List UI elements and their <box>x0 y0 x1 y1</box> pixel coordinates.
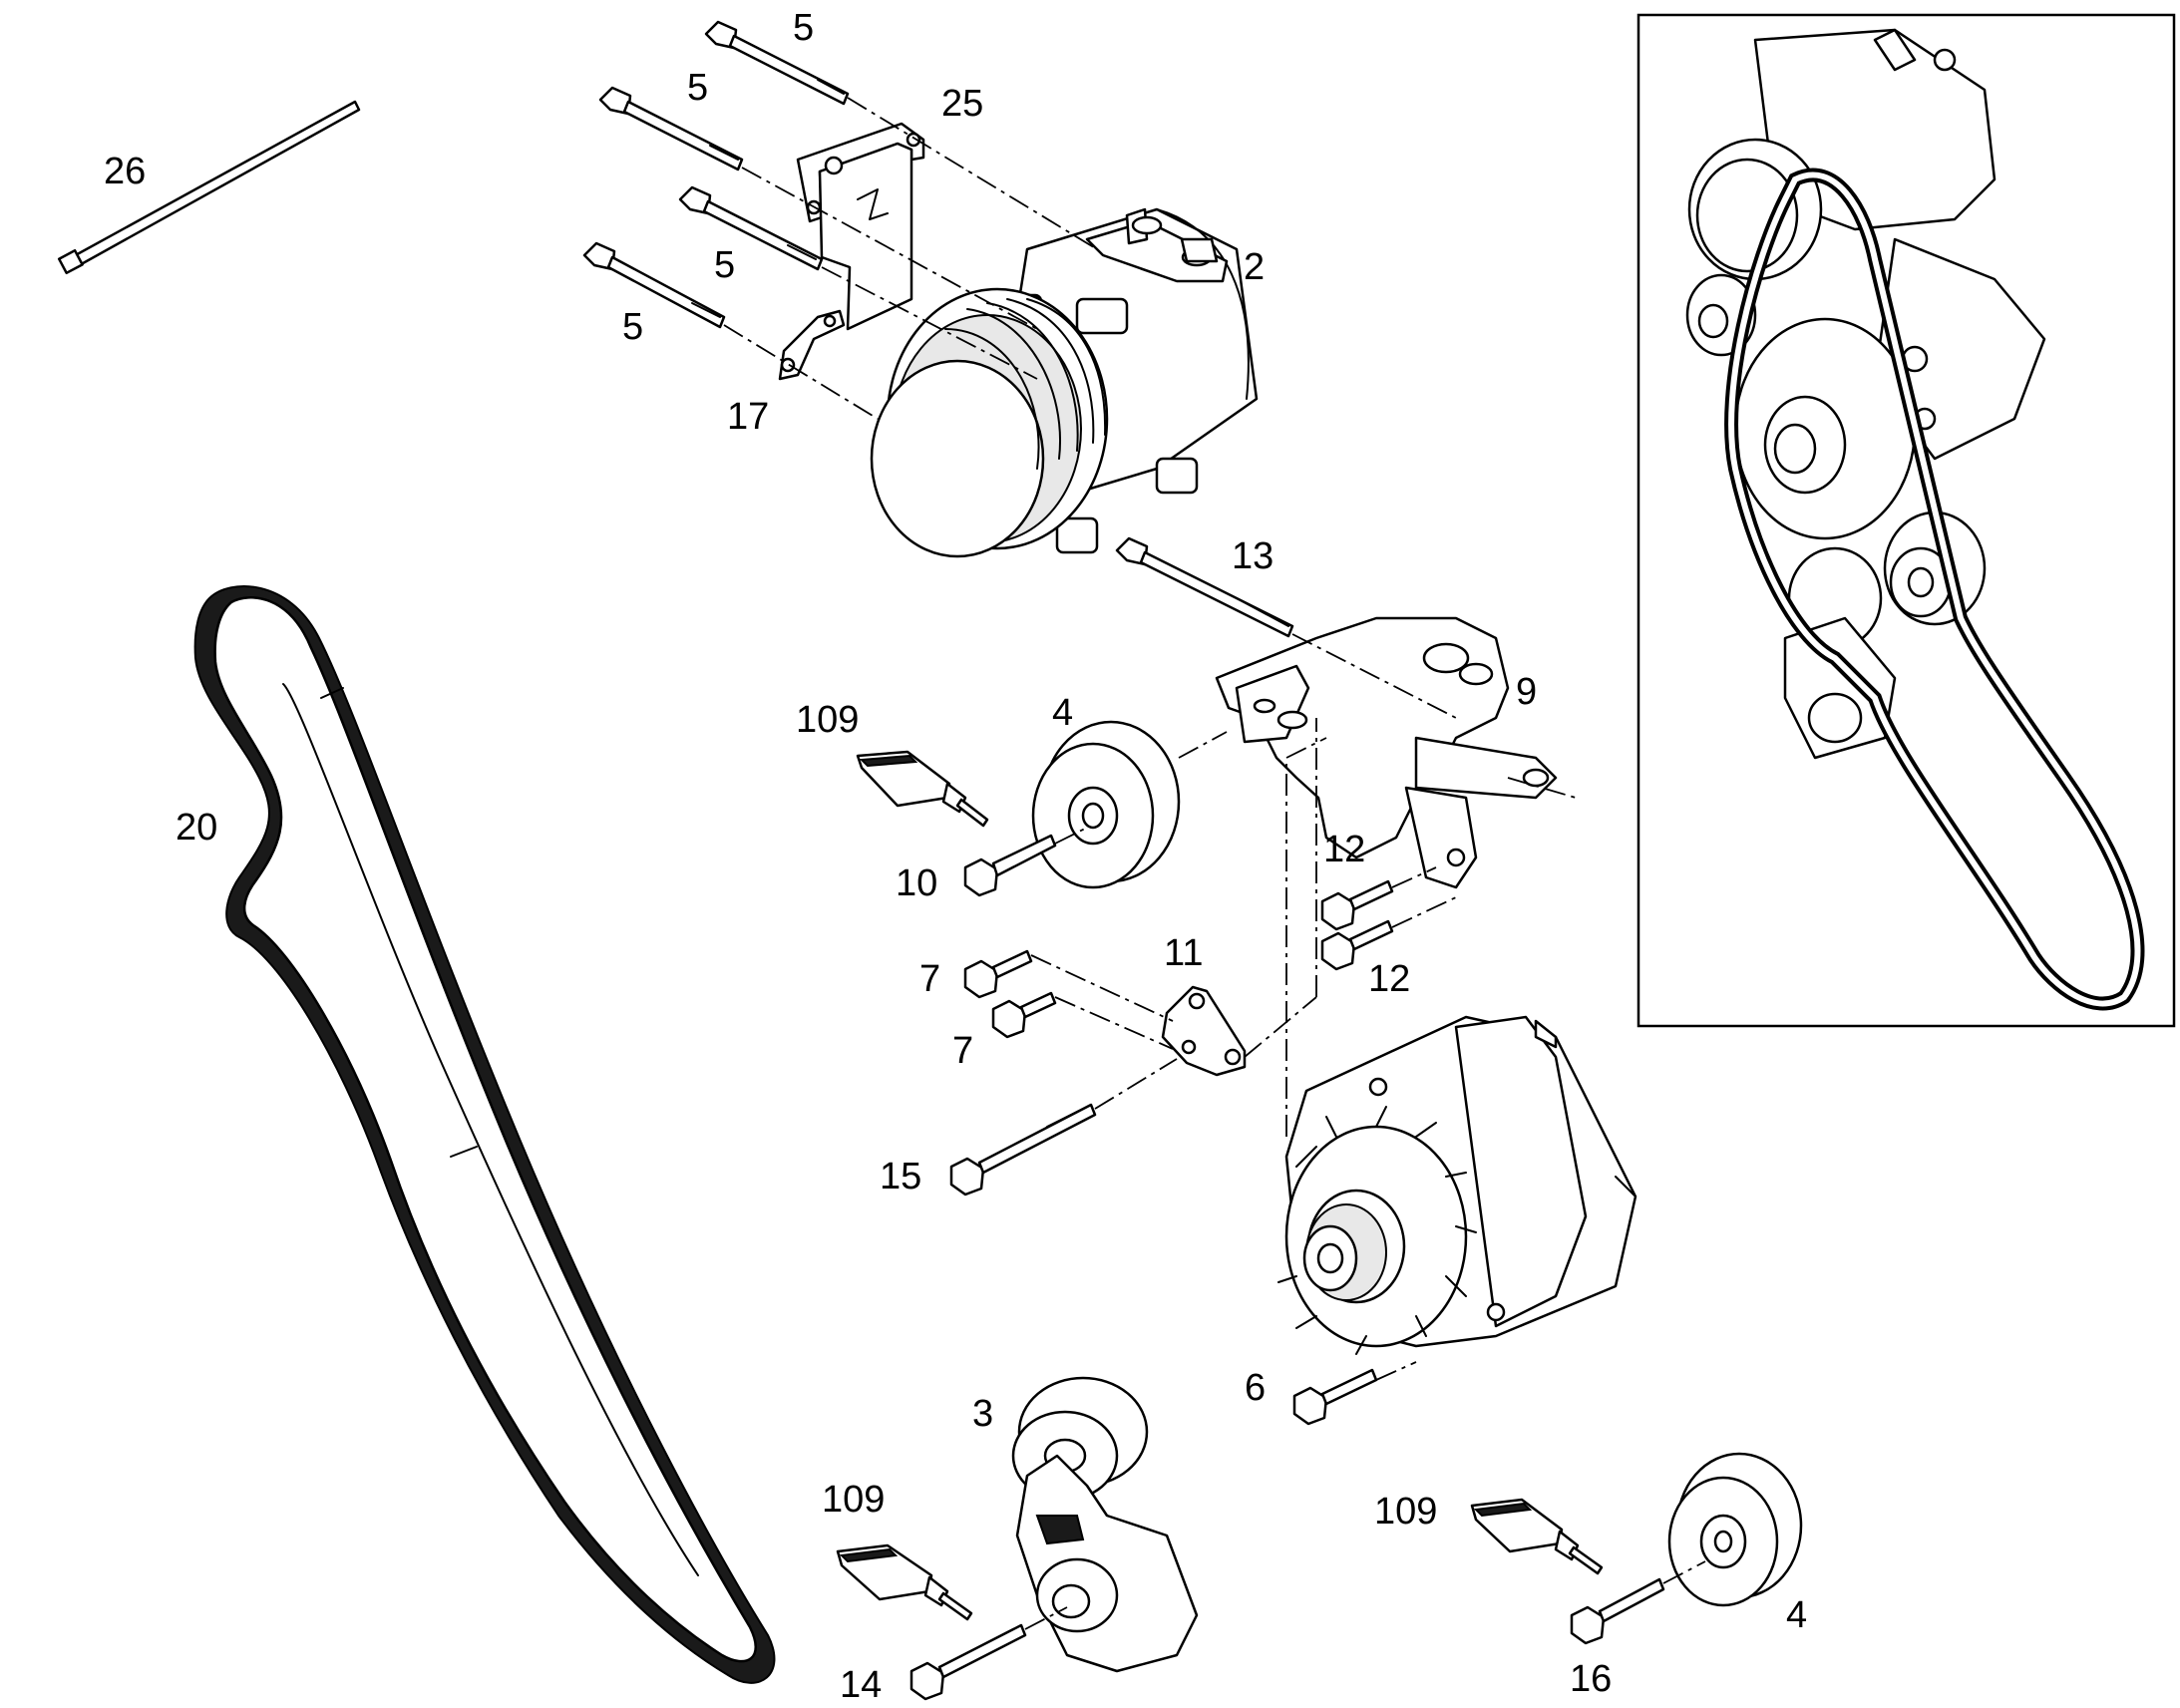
bolt-6 <box>1292 1368 1378 1426</box>
bracket-9 <box>1215 616 1558 889</box>
bolt-12-upper <box>1320 879 1394 931</box>
callout-7-upper: 7 <box>919 958 940 1000</box>
bolt-15 <box>949 1103 1097 1196</box>
callout-5-third: 5 <box>714 244 735 286</box>
callout-5-fourth: 5 <box>622 306 643 348</box>
callout-17: 17 <box>727 396 769 438</box>
callout-5-second: 5 <box>687 67 708 109</box>
idler-pulley-4-upper <box>1031 720 1181 889</box>
callout-12-lower: 12 <box>1368 958 1410 1000</box>
bolt-10 <box>963 834 1057 897</box>
callout-109-lower-left: 109 <box>822 1479 885 1521</box>
callout-4-lower: 4 <box>1786 1594 1807 1636</box>
callout-13: 13 <box>1232 535 1273 577</box>
plate-11 <box>1161 985 1247 1077</box>
inset-assembled-view <box>1636 13 2176 1028</box>
callout-3: 3 <box>972 1393 993 1435</box>
bolt-12-lower <box>1320 919 1394 971</box>
callout-12-upper: 12 <box>1323 829 1365 870</box>
compound-tube-109-lower-right <box>1470 1498 1604 1575</box>
tensioner-3 <box>1011 1376 1199 1673</box>
callout-25: 25 <box>941 83 983 125</box>
assembly-lines <box>723 97 1706 1630</box>
bolt-5-top <box>704 20 850 106</box>
bolt-16 <box>1570 1577 1665 1645</box>
callout-26: 26 <box>104 151 146 192</box>
idler-pulley-4-lower <box>1667 1452 1803 1607</box>
belt-20 <box>193 585 776 1684</box>
bracket-25 <box>796 122 925 331</box>
compound-tube-109-upper <box>856 750 989 828</box>
callout-5-top: 5 <box>793 7 814 49</box>
bolt-7-upper <box>963 949 1033 999</box>
callout-109-upper: 109 <box>796 699 859 741</box>
callout-14: 14 <box>840 1664 882 1706</box>
callout-16: 16 <box>1570 1658 1612 1700</box>
callout-15: 15 <box>880 1156 921 1197</box>
alternator <box>1277 1015 1637 1355</box>
callout-7-lower: 7 <box>952 1030 973 1072</box>
bolt-7-lower <box>991 991 1057 1039</box>
callout-20: 20 <box>176 807 217 849</box>
bolt-5-third <box>678 185 824 271</box>
callout-109-lower-right: 109 <box>1374 1491 1437 1533</box>
callout-11: 11 <box>1164 932 1203 974</box>
cable-tie-26 <box>57 100 361 275</box>
callout-2: 2 <box>1244 246 1265 288</box>
bolt-13 <box>1115 536 1294 638</box>
callout-6: 6 <box>1245 1367 1266 1409</box>
bolt-5-fourth <box>582 241 726 329</box>
callout-4-upper: 4 <box>1052 692 1073 734</box>
callout-9: 9 <box>1516 671 1537 713</box>
callout-10: 10 <box>896 862 937 904</box>
bolt-14 <box>909 1623 1027 1701</box>
plate-17 <box>778 309 846 381</box>
compound-tube-109-lower-left <box>836 1543 973 1621</box>
bolt-5-second <box>598 86 744 171</box>
ac-compressor-2 <box>870 207 1259 558</box>
